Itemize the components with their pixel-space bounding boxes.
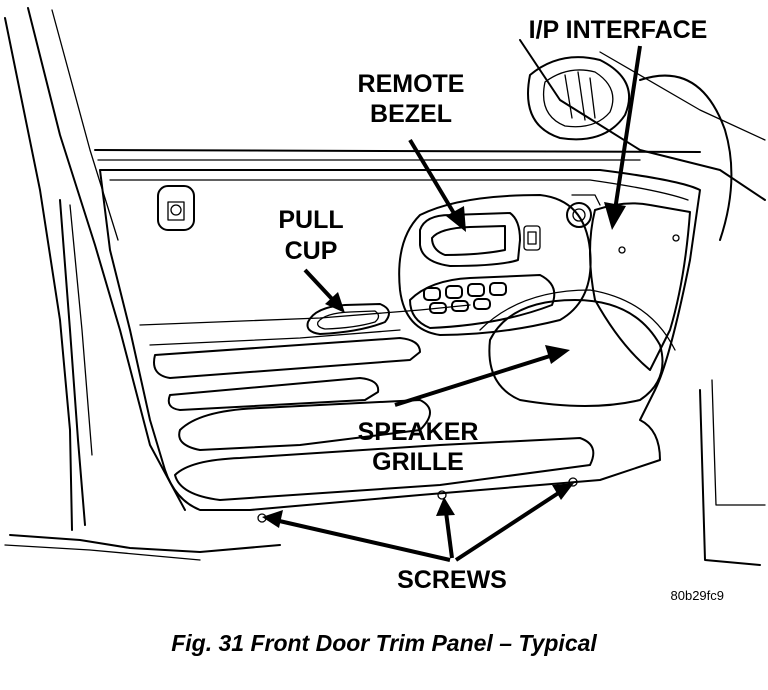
- arrowhead: [262, 510, 283, 528]
- window-switch: [429, 302, 447, 314]
- remote-bezel-label-line1: REMOTE: [358, 70, 465, 98]
- figure-code: 80b29fc9: [671, 588, 725, 603]
- arrowhead: [545, 345, 570, 364]
- ip-interface-label: I/P INTERFACE: [529, 16, 708, 44]
- ip-interface-panel: [589, 202, 691, 371]
- pull-cup-leader: [303, 268, 335, 302]
- screws-leader-middle: [444, 511, 454, 559]
- window-switch: [467, 283, 485, 297]
- remote-bezel-label-line2: BEZEL: [370, 100, 452, 128]
- lock-knob: [566, 194, 601, 228]
- side-mirror: [527, 56, 630, 141]
- remote-bezel-leader: [408, 138, 457, 217]
- speaker-grille-label-line1: SPEAKER: [358, 418, 479, 446]
- window-switch: [489, 282, 507, 296]
- screws-label: SCREWS: [397, 566, 507, 594]
- arrowhead: [552, 483, 574, 500]
- window-switch: [451, 300, 469, 312]
- screw: [568, 477, 578, 487]
- arrowhead: [436, 497, 455, 516]
- arrowhead: [446, 206, 466, 232]
- arrowhead: [325, 292, 345, 313]
- speaker-grille-leader: [394, 354, 551, 407]
- door-frame: [4, 7, 766, 566]
- ip-interface-leader: [613, 45, 642, 211]
- trim-panel: [99, 169, 701, 511]
- screws-leader-left: [274, 518, 451, 562]
- pull-cup-label-line1: PULL: [278, 206, 343, 234]
- leader-lines: [262, 45, 642, 562]
- screws-leader-right: [454, 490, 562, 562]
- pull-cup-label-line2: CUP: [285, 237, 338, 265]
- pull-cup: [306, 303, 390, 335]
- window-switch: [445, 285, 463, 299]
- window-switch: [473, 298, 491, 310]
- remote-bezel: [419, 212, 541, 267]
- courtesy-lamp: [157, 185, 195, 231]
- screw: [437, 490, 447, 500]
- arrowhead: [604, 202, 626, 230]
- screw-points: [257, 477, 578, 523]
- speaker-grille-label-line2: GRILLE: [372, 448, 464, 476]
- window-switch: [423, 287, 441, 301]
- figure-caption: Fig. 31 Front Door Trim Panel – Typical: [171, 630, 597, 656]
